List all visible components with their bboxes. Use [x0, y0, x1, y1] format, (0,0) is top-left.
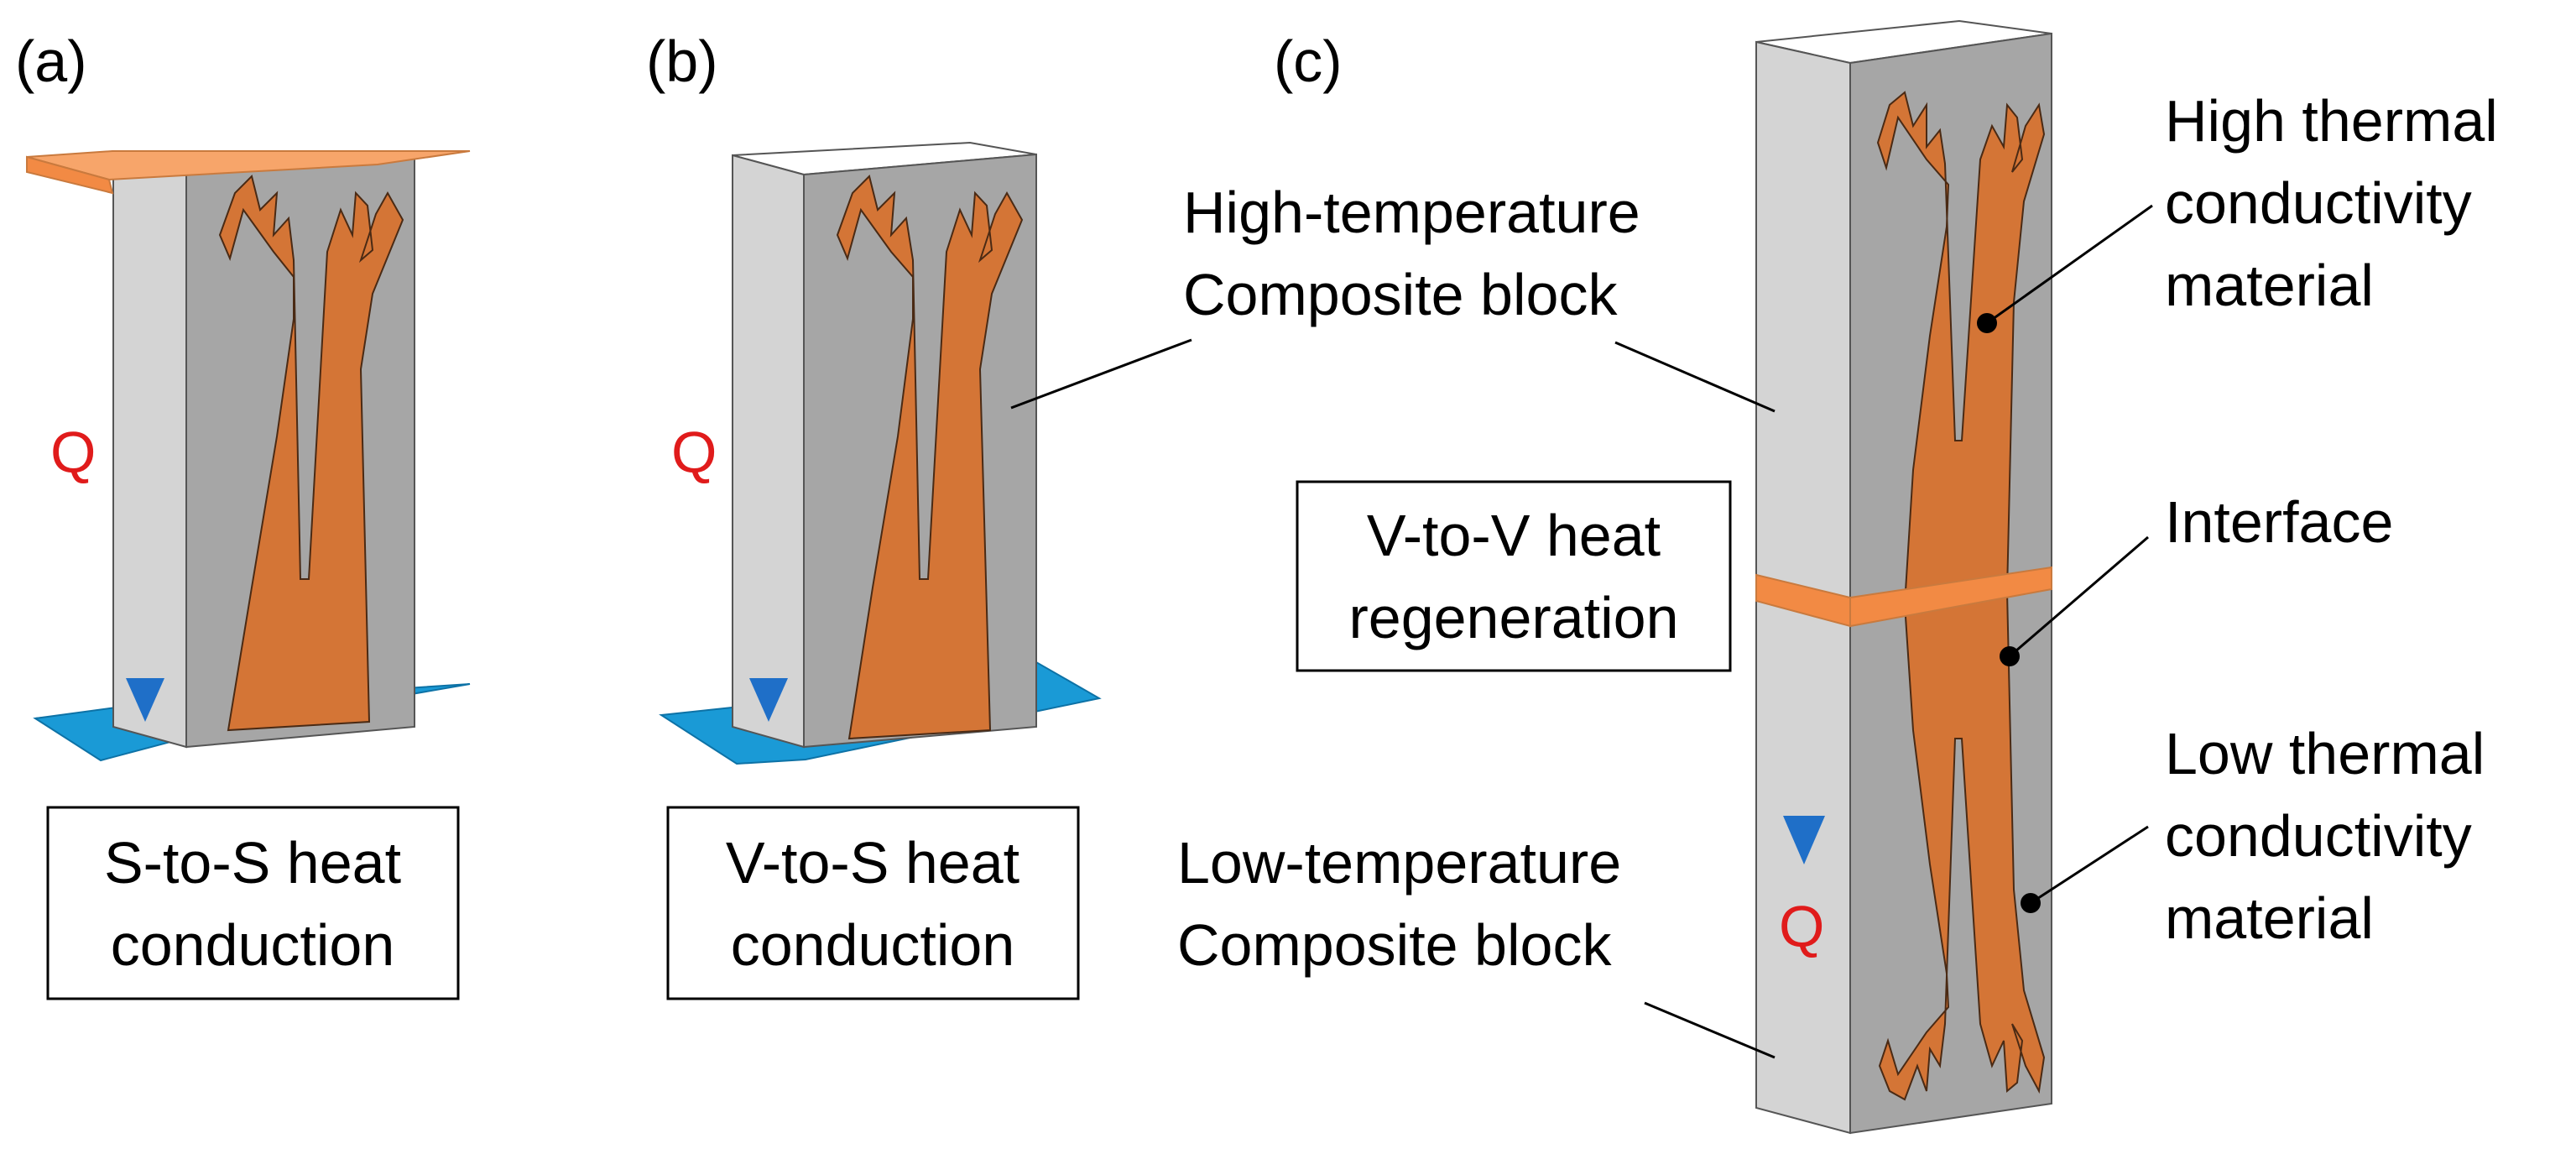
- panel-c-lower-tree: [1878, 590, 2046, 1101]
- high-k-marker: [1977, 313, 1997, 333]
- high-temp-block-leader: [1614, 341, 1776, 413]
- low-temp-block-leader: [1644, 1001, 1776, 1059]
- panel-c-caption-line2: regeneration: [1348, 585, 1678, 650]
- high-temp-block-line2: Composite block: [1183, 262, 1618, 327]
- panel-c-tag: (c): [1274, 29, 1343, 94]
- low-k-marker: [2021, 893, 2041, 913]
- low-k-line3: material: [2165, 885, 2374, 951]
- panel-c-caption-box: [1296, 480, 1732, 672]
- panel-a-caption-box: [46, 806, 460, 1000]
- panel-b-heat-arrowhead: [749, 678, 788, 722]
- panel-b-q-label: Q: [671, 420, 717, 485]
- panel-a-block-side: [112, 154, 187, 749]
- panel-b-caption-line2: conduction: [731, 912, 1015, 978]
- panel-a-tree: [218, 175, 404, 732]
- low-k-line2: conductivity: [2165, 803, 2472, 869]
- panel-a: (a) Q S-to-S heat conduction: [15, 29, 471, 1000]
- panel-b-caption-box: [666, 806, 1080, 1000]
- high-temp-block-line1: High-temperature: [1183, 180, 1640, 245]
- low-temp-block-line1: Low-temperature: [1177, 830, 1621, 896]
- panel-b: (b) Q V-to-S heat conduction: [646, 29, 1192, 1000]
- interface-marker: [2000, 646, 2020, 666]
- panel-c: (c) Q High-temperature Composite block V…: [1177, 19, 2498, 1135]
- panel-a-hot-plate-edge: [26, 155, 114, 195]
- high-k-line3: material: [2165, 253, 2374, 318]
- low-k-line1: Low thermal: [2165, 721, 2485, 786]
- panel-a-caption-line1: S-to-S heat: [104, 830, 401, 896]
- panel-a-caption-line2: conduction: [111, 912, 395, 978]
- panel-a-tag: (a): [15, 29, 87, 94]
- panel-b-tag: (b): [646, 29, 718, 94]
- panel-b-leader: [1010, 338, 1192, 410]
- panel-a-q-label: Q: [50, 420, 96, 485]
- panel-c-interface-front: [1849, 566, 2052, 628]
- panel-c-q-label: Q: [1779, 894, 1824, 959]
- panel-c-heat-arrowhead: [1783, 816, 1825, 864]
- panel-a-heat-arrowhead: [126, 678, 164, 722]
- panel-b-tree: [836, 175, 1024, 740]
- high-k-leader: [1986, 204, 2153, 325]
- low-k-leader: [2030, 825, 2149, 905]
- interface-leader: [2009, 535, 2149, 658]
- panel-c-caption-line1: V-to-V heat: [1367, 503, 1661, 568]
- high-k-line2: conductivity: [2165, 170, 2472, 236]
- high-k-line1: High thermal: [2165, 88, 2498, 154]
- interface-label: Interface: [2165, 489, 2393, 555]
- panel-c-upper-tree: [1876, 91, 2046, 606]
- panel-b-caption-line1: V-to-S heat: [726, 830, 1019, 896]
- low-temp-block-line2: Composite block: [1177, 912, 1612, 978]
